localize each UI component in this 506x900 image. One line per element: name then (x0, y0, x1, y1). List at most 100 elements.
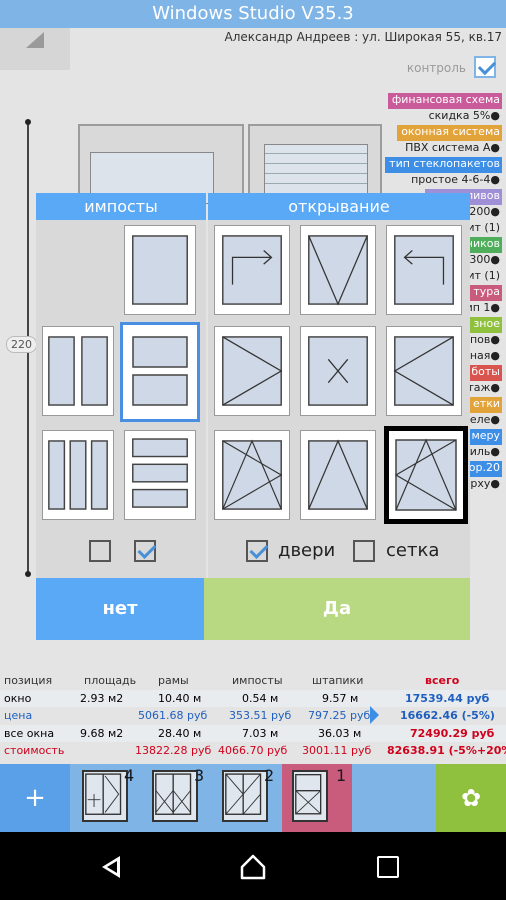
window-thumb-3[interactable] (152, 770, 198, 822)
imposts-title: импосты (36, 193, 206, 220)
app-title: Windows Studio V35.3 (0, 0, 506, 28)
impost-option-checkbox-a[interactable] (89, 540, 111, 562)
sidepanel-item[interactable]: тура (469, 285, 502, 301)
net-label: сетка (386, 540, 440, 561)
sidepanel-item[interactable]: упов● (463, 333, 500, 346)
sidepanel-item[interactable]: ит (1) (467, 269, 500, 282)
row-area: 2.93 м2 (80, 691, 124, 705)
window-number-4: 4 (124, 766, 135, 785)
discount-arrow-icon[interactable] (370, 706, 379, 724)
sidepanel-item[interactable]: оконная система (397, 125, 502, 141)
row-frames: 5061.68 руб (138, 709, 208, 722)
row-label: стоимость (4, 744, 65, 757)
table-row: все окна 9.68 м2 28.40 м 7.03 м 36.03 м … (0, 724, 506, 742)
doors-label: двери (278, 540, 336, 561)
sidepanel-item[interactable]: ор.20 (464, 461, 502, 477)
opening-tilt-turn-left-tile[interactable] (214, 430, 290, 520)
impost-horizontal-3-tile[interactable] (124, 430, 196, 520)
window-sash-left[interactable] (78, 124, 244, 204)
table-row: окно 2.93 м2 10.40 м 0.54 м 9.57 м 17539… (0, 689, 506, 707)
control-checkbox[interactable] (474, 56, 496, 78)
corner-triangle-icon (26, 32, 44, 48)
home-icon[interactable] (240, 854, 266, 880)
imposts-panel: импосты (36, 193, 206, 578)
sidepanel-item[interactable]: кная● (463, 349, 500, 362)
row-total: 17539.44 руб (405, 691, 490, 705)
sidepanel-item[interactable]: зное (469, 317, 502, 333)
window-number-2: 2 (264, 766, 275, 785)
table-row: цена 5061.68 руб 353.51 руб 797.25 руб 1… (0, 707, 506, 725)
row-total: 16662.46 (-5%) (400, 709, 495, 722)
header-area: площадь (84, 674, 137, 687)
row-total: 82638.91 (-5%+20%) (387, 744, 506, 757)
sidepanel-item[interactable]: ерху● (463, 477, 500, 490)
dimension-top-dot (25, 119, 31, 125)
row-imposts: 7.03 м (242, 726, 279, 740)
header-position: позиция (4, 674, 53, 687)
header-frames: рамы (158, 674, 189, 687)
header-total: всего (425, 674, 460, 687)
sidepanel-item[interactable]: боты (467, 365, 502, 381)
yes-button[interactable]: Да (204, 578, 470, 640)
table-header-row: позиция площадь рамы импосты штапики все… (0, 672, 506, 690)
opening-left-hinged-tile[interactable] (214, 326, 290, 416)
sidepanel-item[interactable]: ит (1) (467, 221, 500, 234)
opening-left-arrow-tile[interactable] (386, 225, 462, 315)
sidepanel-item[interactable]: етки (469, 397, 502, 413)
sidepanel-item[interactable]: нтаж● (460, 381, 500, 394)
opening-fixed-x-tile[interactable] (300, 326, 376, 416)
table-row: стоимость 13822.28 руб 4066.70 руб 3001.… (0, 742, 506, 760)
row-beads: 36.03 м (318, 726, 362, 740)
row-beads: 9.57 м (322, 691, 359, 705)
row-label: все окна (4, 726, 55, 740)
row-imposts: 0.54 м (242, 691, 279, 705)
opening-title: открывание (208, 193, 470, 220)
window-number-1: 1 (336, 766, 347, 785)
opening-right-arrow-tile[interactable] (214, 225, 290, 315)
sidepanel-item[interactable]: риль● (462, 445, 500, 458)
recent-apps-icon[interactable] (377, 856, 399, 878)
sidepanel-item[interactable]: ПВХ система А● (405, 141, 500, 154)
net-checkbox[interactable] (353, 540, 375, 562)
add-window-button[interactable]: + (0, 764, 70, 832)
control-label: контроль (406, 61, 466, 75)
doors-checkbox[interactable] (246, 540, 268, 562)
sidepanel-item[interactable]: скидка 5%● (428, 109, 500, 122)
sidepanel-item[interactable]: ников (461, 237, 502, 253)
customer-address: Александр Андреев : ул. Широкая 55, кв.1… (224, 30, 502, 44)
row-beads: 797.25 руб (308, 709, 371, 722)
opening-bottom-hinged-tile[interactable] (300, 225, 376, 315)
window-thumb-4[interactable] (82, 770, 128, 822)
opening-right-hinged-tile[interactable] (386, 326, 462, 416)
impost-vertical-2-tile[interactable] (42, 326, 114, 416)
row-beads: 3001.11 руб (302, 744, 372, 757)
impost-none-tile[interactable] (124, 225, 196, 315)
impost-option-checkbox-b[interactable] (134, 540, 156, 562)
sidepanel-item[interactable]: еле● (469, 413, 500, 426)
summary-table: позиция площадь рамы импосты штапики все… (0, 672, 506, 760)
row-area: 9.68 м2 (80, 726, 124, 740)
opening-tilt-turn-right-tile[interactable] (384, 426, 468, 524)
window-thumb-2[interactable] (222, 770, 268, 822)
row-imposts: 4066.70 руб (218, 744, 288, 757)
impost-vertical-3-tile[interactable] (42, 430, 114, 520)
row-label: цена (4, 709, 33, 722)
flower-menu-button[interactable]: ✿ (436, 764, 506, 832)
sidepanel-item[interactable]: финансовая схема (387, 93, 502, 109)
impost-horizontal-2-tile[interactable] (120, 322, 200, 422)
window-thumb-1[interactable] (292, 770, 328, 822)
window-sash-right[interactable] (248, 124, 382, 204)
height-dimension-label[interactable]: 220 (6, 336, 37, 353)
sidepanel-item[interactable]: простое 4-6-4● (411, 173, 500, 186)
row-frames: 10.40 м (158, 691, 202, 705)
row-total: 72490.29 руб (410, 726, 495, 740)
row-label: окно (4, 691, 32, 705)
no-button[interactable]: нет (36, 578, 204, 640)
dimension-bottom-dot (25, 571, 31, 577)
sidepanel-item[interactable]: тип стеклопакетов (385, 157, 502, 173)
opening-top-hinged-tile[interactable] (300, 430, 376, 520)
row-frames: 13822.28 руб (135, 744, 212, 757)
sidepanel-item[interactable]: меру (467, 429, 502, 445)
header-beads: штапики (312, 674, 364, 687)
